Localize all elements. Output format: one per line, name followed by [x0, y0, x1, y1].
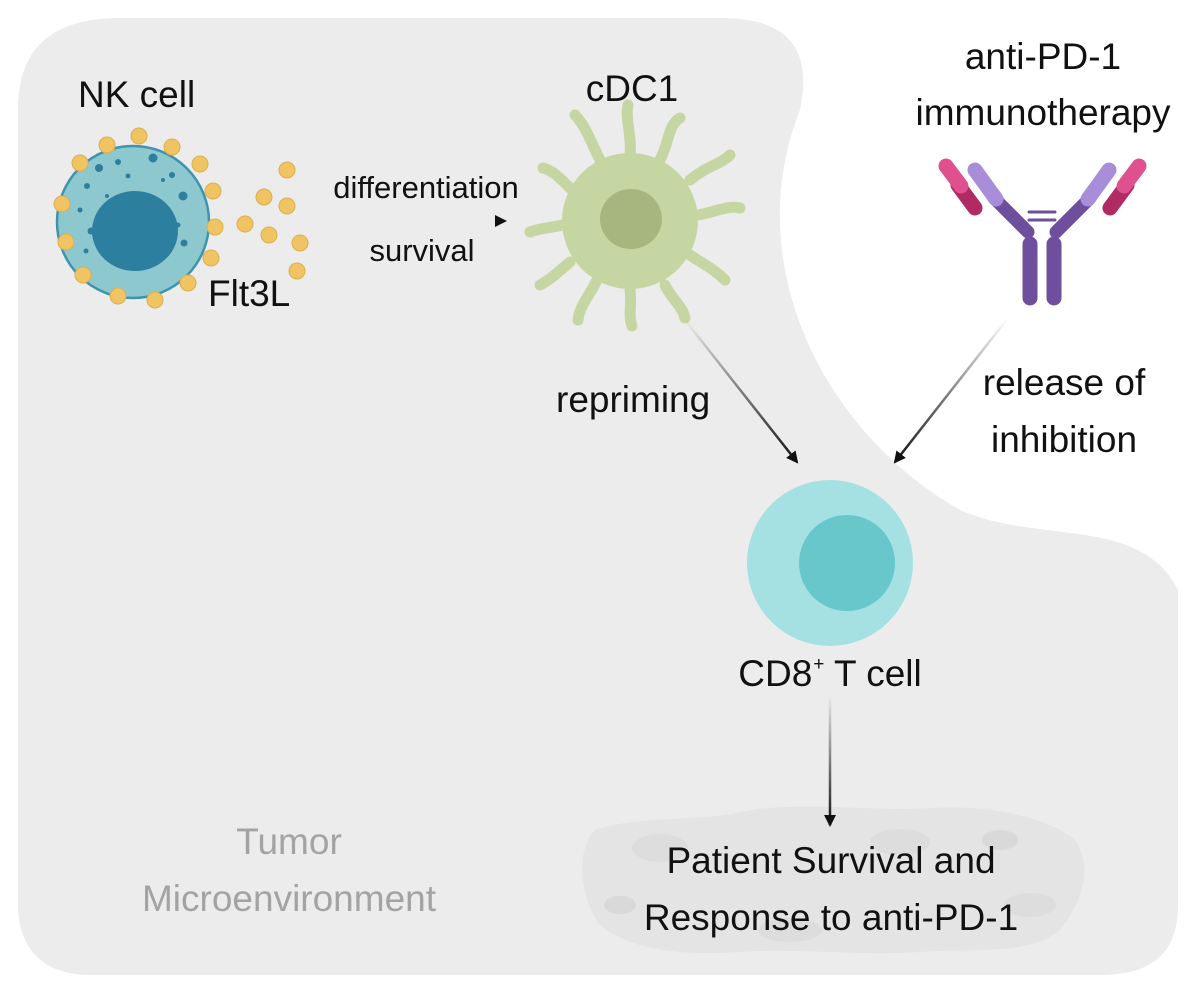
release-label-line2: inhibition [990, 419, 1138, 460]
cd8-t-cell [747, 480, 913, 646]
outcome-label-line2: Response to anti-PD-1 [643, 897, 1019, 938]
release-label-line1: release of [982, 362, 1146, 403]
cd8-label-superscript: + [813, 654, 825, 675]
cdc1-label: cDC1 [585, 68, 679, 109]
outcome-label-line1: Patient Survival and [666, 840, 996, 881]
repriming-arrow [684, 319, 799, 464]
release-of-inhibition-arrow [893, 317, 1009, 464]
therapy-label-line2: immunotherapy [915, 92, 1171, 133]
tumor-label-line2: Microenvironment [141, 878, 437, 919]
cd8-label-main: CD8 [738, 653, 813, 694]
repriming-label: repriming [556, 379, 711, 420]
nk-cell [55, 144, 211, 300]
therapy-label-line1: anti-PD-1 [964, 36, 1122, 77]
tissue-texture-background [582, 806, 1085, 954]
tumor-microenvironment-region [18, 18, 1178, 975]
flt3l-particles [53, 127, 309, 309]
differentiation-label: differentiation [333, 170, 519, 205]
cd8-t-cell-label: CD8+ T cell [738, 653, 921, 695]
cdc1-cell [524, 99, 746, 332]
flt3l-label: Flt3L [208, 273, 291, 314]
cd8-label-rest: T cell [824, 653, 922, 694]
antibody-icon [938, 158, 1147, 306]
tumor-label-line1: Tumor [236, 821, 342, 862]
nk-cell-label: NK cell [78, 74, 196, 115]
survival-label: survival [369, 233, 475, 268]
